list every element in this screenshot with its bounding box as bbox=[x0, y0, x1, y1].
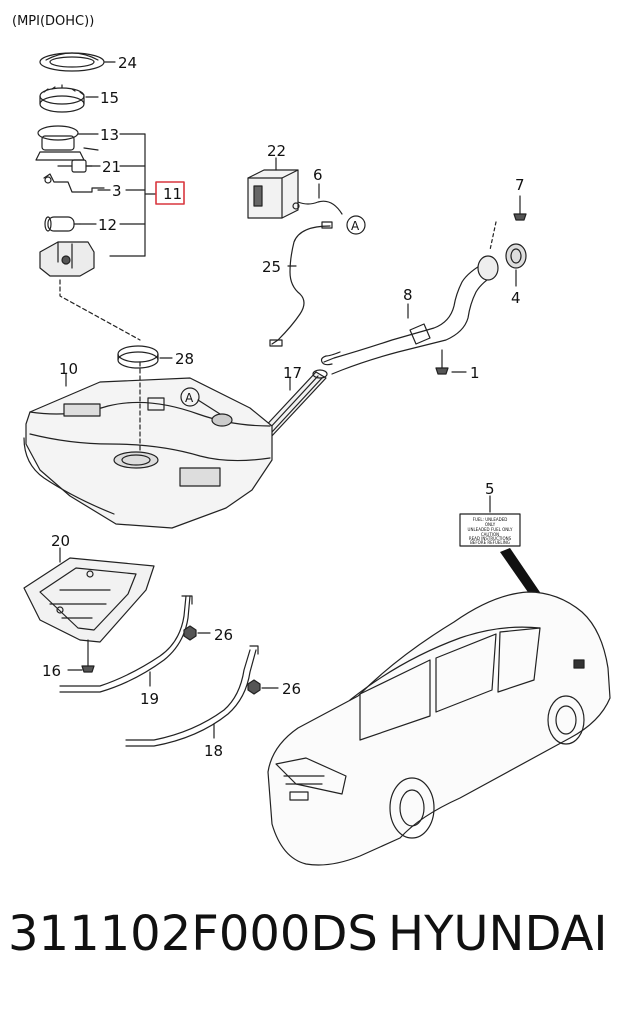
part-pump-module-reservoir[interactable] bbox=[39, 241, 95, 277]
parts-diagram: 24 15 13 21 3 12 bbox=[23, 52, 611, 866]
callout-16: 16 bbox=[42, 662, 61, 680]
part-24-gasket[interactable] bbox=[39, 52, 105, 72]
guide-pump-to-tank bbox=[59, 279, 141, 341]
vehicle-sedan-outline bbox=[267, 591, 611, 866]
ref-a-lower: A bbox=[185, 391, 194, 405]
variant-label: (MPI(DOHC)) bbox=[12, 14, 95, 29]
ref-circle-a-upper[interactable] bbox=[346, 215, 366, 235]
callout-6: 6 bbox=[313, 166, 323, 184]
callout-5: 5 bbox=[485, 480, 495, 498]
label-line-5: READ INSTRUCTIONS bbox=[469, 536, 512, 541]
part-22-canister[interactable] bbox=[247, 169, 300, 219]
callout-24: 24 bbox=[118, 54, 137, 72]
part-8-filler-neck[interactable] bbox=[320, 221, 499, 375]
part-20-heat-shield[interactable] bbox=[23, 557, 155, 643]
leader-a-lower bbox=[197, 399, 221, 415]
callout-26-upper: 26 bbox=[214, 626, 233, 644]
part-25-vent-hose[interactable] bbox=[269, 221, 333, 347]
callout-25: 25 bbox=[262, 258, 281, 276]
label-line-6: BEFORE REFUELING bbox=[470, 540, 510, 545]
assembly-bracket-11 bbox=[109, 133, 157, 257]
callout-18: 18 bbox=[204, 742, 223, 760]
part-12-fuel-pump[interactable] bbox=[44, 216, 81, 232]
label-line-4: CAUTION bbox=[481, 532, 499, 537]
part-10-fuel-tank[interactable] bbox=[23, 361, 273, 529]
callout-10: 10 bbox=[59, 360, 78, 378]
part-number: 311102F000DS bbox=[8, 906, 378, 962]
callout-19: 19 bbox=[140, 690, 159, 708]
part-3-bracket[interactable] bbox=[43, 173, 105, 193]
callout-17: 17 bbox=[283, 364, 302, 382]
label-line-1: FUEL: UNLEADED bbox=[473, 517, 508, 522]
callout-20: 20 bbox=[51, 532, 70, 550]
callout-7: 7 bbox=[515, 176, 525, 194]
callout-13: 13 bbox=[100, 126, 119, 144]
callout-1: 1 bbox=[470, 364, 480, 382]
part-28-seal-ring[interactable] bbox=[117, 345, 159, 369]
part-15-lock-ring[interactable] bbox=[39, 84, 85, 113]
callout-26-lower: 26 bbox=[282, 680, 301, 698]
callout-21: 21 bbox=[102, 158, 121, 176]
callout-3: 3 bbox=[112, 182, 122, 200]
callout-22: 22 bbox=[267, 142, 286, 160]
part-13-pump-flange[interactable] bbox=[35, 125, 99, 161]
part-6-hose[interactable] bbox=[297, 200, 343, 215]
callout-11-box[interactable] bbox=[155, 181, 185, 205]
callout-12: 12 bbox=[98, 216, 117, 234]
part-16-bolt[interactable] bbox=[81, 639, 95, 673]
callout-8: 8 bbox=[403, 286, 413, 304]
part-5-fuel-label[interactable] bbox=[459, 513, 521, 547]
callout-11: 11 bbox=[163, 185, 182, 203]
ref-circle-a-lower[interactable] bbox=[180, 387, 200, 407]
callout-28: 28 bbox=[175, 350, 194, 368]
part-4-filler-cap[interactable] bbox=[505, 243, 527, 269]
part-18-strap[interactable] bbox=[125, 645, 259, 747]
part-26-nut-upper[interactable] bbox=[183, 625, 197, 641]
part-26-nut-lower[interactable] bbox=[247, 679, 261, 695]
callout-4: 4 bbox=[511, 289, 521, 307]
part-7-bolt[interactable] bbox=[513, 195, 527, 221]
label-line-2: ONLY bbox=[485, 522, 496, 527]
ref-a-upper: A bbox=[351, 219, 360, 233]
brand-name: HYUNDAI bbox=[388, 906, 608, 962]
label-line-3: UNLEADED FUEL ONLY bbox=[468, 527, 513, 532]
part-1-bolt[interactable] bbox=[435, 349, 449, 375]
callout-15: 15 bbox=[100, 89, 119, 107]
